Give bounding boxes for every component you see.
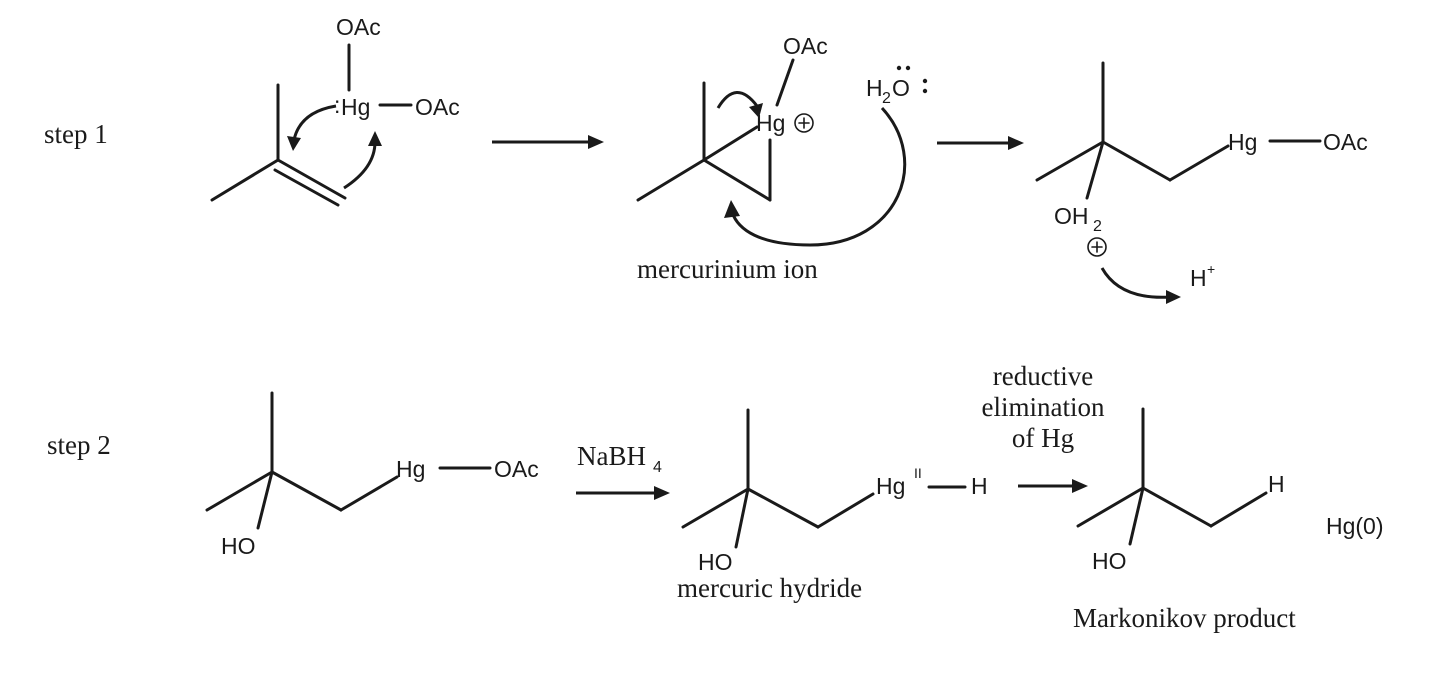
- svg-text:O: O: [892, 75, 910, 101]
- water-attack-curly-arrow: [724, 106, 907, 247]
- step1-isobutylene: [210, 83, 347, 207]
- markonikov-product-label: Markonikov product: [1073, 603, 1296, 633]
- svg-text:OAc: OAc: [415, 94, 460, 120]
- svg-text:H: H: [971, 473, 988, 499]
- svg-text:Hg: Hg: [756, 110, 785, 136]
- mercury-zero-byproduct: Hg(0): [1326, 513, 1384, 539]
- step1-mercuric-acetate: OAc : Hg OAc: [334, 14, 460, 120]
- deprotonation-curly-arrow: [1100, 267, 1181, 304]
- reductive-elimination-label: reductive elimination of Hg: [982, 361, 1105, 453]
- mercurinium-ion-label: mercurinium ion: [637, 254, 818, 284]
- svg-text:reductive: reductive: [993, 361, 1093, 391]
- svg-text:H: H: [1190, 265, 1207, 291]
- svg-text:HO: HO: [698, 549, 733, 575]
- svg-text:2: 2: [1093, 218, 1102, 235]
- svg-text:HO: HO: [221, 533, 256, 559]
- svg-text::: :: [334, 92, 340, 118]
- mercuric-hydride: Hg II H HO: [681, 408, 988, 575]
- svg-text:4: 4: [653, 459, 662, 476]
- step-2-label: step 2: [47, 430, 111, 460]
- step1-curly-arrow-lone-pair: [343, 131, 382, 190]
- water-nucleophile: H 2 O: [866, 65, 928, 107]
- step-1-label: step 1: [44, 119, 108, 149]
- svg-text:Hg: Hg: [396, 456, 425, 482]
- svg-text:Hg: Hg: [876, 473, 905, 499]
- step2-reaction-arrow-2: [1018, 479, 1088, 493]
- mercuric-hydride-label: mercuric hydride: [677, 573, 862, 603]
- oxonium-product: Hg OAc OH 2: [1035, 61, 1368, 257]
- svg-text:H: H: [1268, 471, 1285, 497]
- nabh4-reagent: NaBH 4: [577, 441, 662, 476]
- svg-text:+: +: [1207, 261, 1215, 277]
- step1-reaction-arrow-2: [937, 136, 1024, 150]
- svg-text:Hg: Hg: [1228, 129, 1257, 155]
- svg-text:Hg: Hg: [341, 94, 370, 120]
- svg-text:H: H: [866, 75, 883, 101]
- svg-text:of Hg: of Hg: [1012, 423, 1074, 453]
- svg-text:OAc: OAc: [494, 456, 539, 482]
- svg-text:elimination: elimination: [982, 392, 1105, 422]
- step1-curly-arrow-pi-bond: [287, 104, 337, 151]
- svg-text:OH: OH: [1054, 203, 1089, 229]
- released-proton: H +: [1190, 261, 1215, 291]
- svg-text:OAc: OAc: [783, 33, 828, 59]
- svg-text:NaBH: NaBH: [577, 441, 646, 471]
- svg-text:2: 2: [882, 90, 891, 107]
- svg-text:II: II: [914, 465, 922, 481]
- svg-text:OAc: OAc: [336, 14, 381, 40]
- svg-text:HO: HO: [1092, 548, 1127, 574]
- step2-reaction-arrow-1: [576, 486, 670, 500]
- step2-organomercury-alcohol: Hg OAc HO: [205, 391, 539, 559]
- step1-reaction-arrow-1: [492, 135, 604, 149]
- markonikov-product: H HO: [1076, 407, 1285, 574]
- mercurinium-curly-arrow: [716, 91, 763, 118]
- svg-text:OAc: OAc: [1323, 129, 1368, 155]
- mercurinium-ion: Hg OAc: [636, 33, 828, 202]
